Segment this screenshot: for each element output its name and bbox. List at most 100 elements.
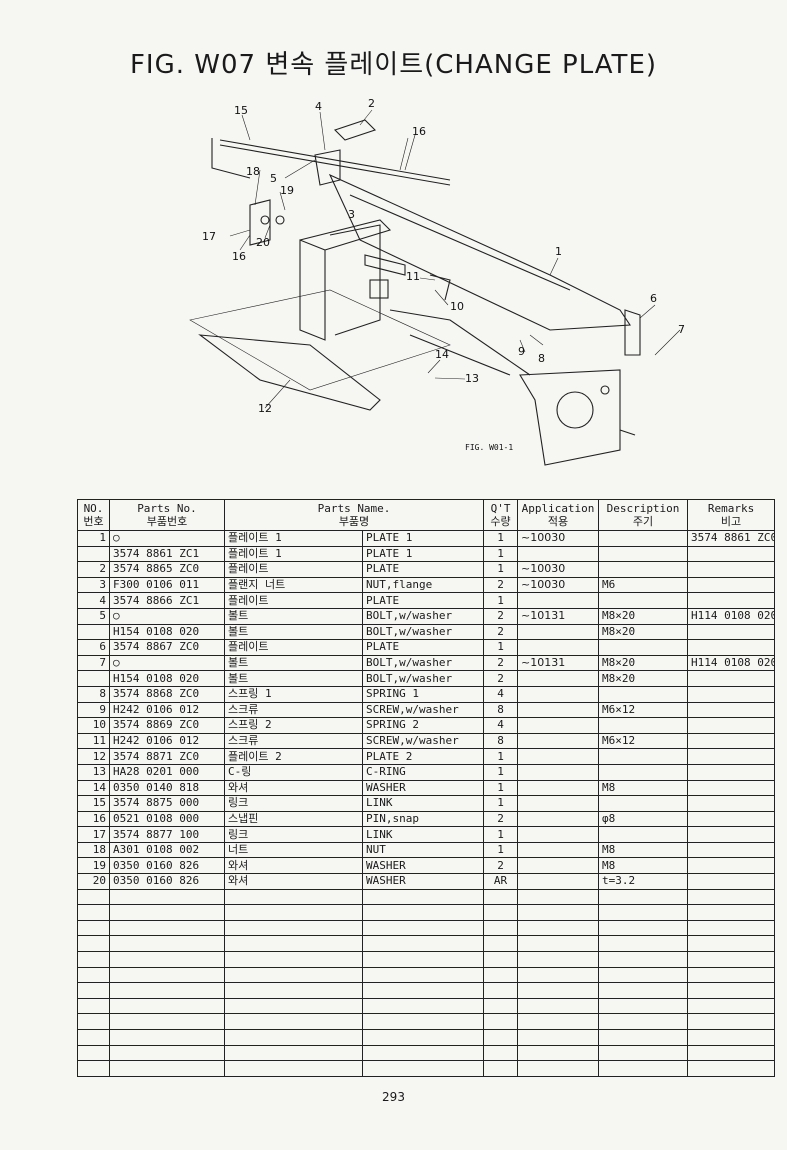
plate-small (333, 119, 377, 141)
blank-cell (109, 1029, 225, 1046)
blank-row (77, 919, 776, 937)
blank-cell (483, 1044, 519, 1062)
cell-rem (687, 826, 776, 843)
cell-name-ko: 와셔 (224, 873, 363, 890)
cell-qty: 1 (483, 545, 519, 563)
cell-qty: 8 (483, 701, 519, 719)
blank-cell (224, 1044, 363, 1062)
cell-desc: M8×20 (598, 654, 689, 672)
link-bend (211, 138, 251, 179)
blank-cell (687, 1044, 776, 1062)
blank-cell (517, 1013, 600, 1030)
cell-part: 3574 8871 ZC0 (109, 748, 225, 765)
callout-16: 16 (412, 125, 426, 138)
callout-17: 17 (202, 230, 216, 243)
cell-no: 6 (77, 639, 110, 656)
cell-desc (598, 763, 689, 781)
blank-cell (517, 1029, 600, 1046)
cell-app (517, 841, 600, 859)
cell-app (517, 701, 600, 719)
cell-no: 9 (77, 701, 110, 719)
cell-name-en: NUT,flange (361, 576, 485, 594)
cell-part: ○ (109, 530, 225, 547)
blank-cell (687, 1060, 776, 1077)
blank-cell (77, 919, 110, 937)
cell-rem (687, 841, 776, 859)
blank-cell (517, 904, 600, 921)
blank-cell (517, 1060, 600, 1077)
blank-cell (483, 919, 519, 937)
cell-app (517, 763, 600, 781)
cell-name-en: PLATE 1 (361, 530, 485, 547)
blank-cell (687, 888, 776, 906)
callout-3: 3 (348, 208, 355, 221)
cell-part: ○ (109, 654, 225, 672)
cell-part: 0350 0140 818 (109, 779, 225, 797)
cell-name-ko: 플레이트 2 (224, 748, 363, 765)
cell-qty: 1 (483, 841, 519, 859)
blank-cell (77, 904, 110, 921)
cell-app: ~10030 (517, 576, 600, 594)
cell-name-en: PLATE (361, 639, 485, 656)
blank-row (77, 904, 776, 921)
blank-row (77, 966, 776, 984)
cell-app (517, 857, 600, 875)
cell-no (77, 670, 110, 687)
cell-qty: 2 (483, 670, 519, 687)
cell-name-en: LINK (361, 826, 485, 843)
blank-cell (361, 935, 485, 953)
callout-4: 4 (315, 100, 322, 113)
blank-cell (77, 888, 110, 906)
cell-rem (687, 685, 776, 703)
blank-cell (77, 1029, 110, 1046)
cell-qty: 2 (483, 623, 519, 641)
blank-cell (361, 997, 485, 1015)
cell-app (517, 826, 600, 843)
cell-no: 19 (77, 857, 110, 875)
cell-no: 13 (77, 763, 110, 781)
cell-part: A301 0108 002 (109, 841, 225, 859)
cell-desc (598, 545, 689, 563)
cell-name-en: BOLT,w/washer (361, 654, 485, 672)
cell-name-ko: 스크류 (224, 732, 363, 750)
blank-cell (598, 888, 689, 906)
left-frame (299, 219, 392, 341)
cell-name-ko: 스프링 2 (224, 717, 363, 734)
cell-qty: 1 (483, 561, 519, 578)
blank-cell (483, 966, 519, 984)
cell-name-en: C-RING (361, 763, 485, 781)
cell-no: 15 (77, 795, 110, 812)
cell-name-ko: 링크 (224, 826, 363, 843)
cell-no: 11 (77, 732, 110, 750)
blank-cell (598, 997, 689, 1015)
blank-row (77, 935, 776, 953)
cell-desc: M8 (598, 841, 689, 859)
cell-desc: M6 (598, 576, 689, 594)
cell-name-en: PIN,snap (361, 810, 485, 828)
blank-cell (483, 982, 519, 999)
callout-5: 5 (270, 172, 277, 185)
cell-rem (687, 763, 776, 781)
cell-part: 3574 8867 ZC0 (109, 639, 225, 656)
cell-part: H242 0106 012 (109, 701, 225, 719)
cell-part: 3574 8868 ZC0 (109, 685, 225, 703)
cell-name-en: WASHER (361, 857, 485, 875)
cell-qty: 1 (483, 592, 519, 609)
blank-cell (224, 982, 363, 999)
cell-qty: 2 (483, 607, 519, 625)
blank-cell (598, 1060, 689, 1077)
plate-1 (328, 173, 631, 331)
cell-name-en: SCREW,w/washer (361, 701, 485, 719)
blank-cell (109, 935, 225, 953)
cell-desc (598, 639, 689, 656)
long-rod (219, 139, 451, 186)
parts-drawing: 2 4 16 1 6 7 8 9 10 11 12 13 14 15 16 17… (189, 97, 685, 466)
